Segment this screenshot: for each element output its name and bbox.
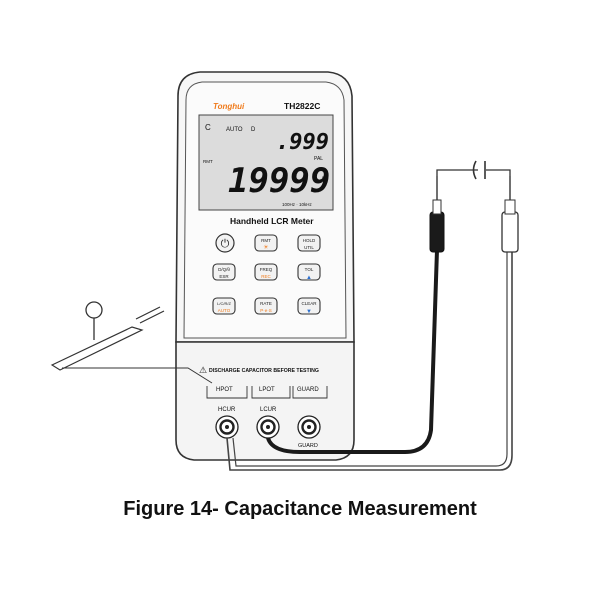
lcd-screen: [198, 114, 334, 211]
rec-label: REC: [261, 274, 271, 279]
rmt-backlight-button[interactable]: RMT ☀: [254, 234, 278, 252]
capacitor-under-test: [436, 160, 511, 180]
guard-bottom-label: GUARD: [298, 443, 318, 449]
down-arrow-icon: ▼: [306, 309, 312, 315]
rmt-label: RMT: [261, 238, 271, 243]
black-test-lead: [266, 249, 439, 454]
lpot-label: LPOT: [259, 387, 275, 393]
callout-leader: [62, 367, 213, 384]
backlight-icon: ☀: [263, 244, 268, 251]
hcur-label: HCUR: [218, 407, 236, 413]
clear-down-button[interactable]: CLEAR ▼: [297, 297, 321, 315]
lcur-jack[interactable]: [256, 415, 280, 439]
auto-label: AUTO: [218, 308, 231, 313]
lcrz-auto-button[interactable]: L/C/R/Z AUTO: [212, 297, 236, 315]
rate-label: RATE: [260, 301, 272, 306]
esr-label: ESR: [219, 274, 229, 279]
dq-esr-button[interactable]: D/Q/θ ESR: [212, 263, 236, 281]
hcur-jack[interactable]: [215, 415, 239, 439]
power-icon: ⏻: [221, 238, 230, 250]
lcd-bottom-status: 100Hz · 10kHz: [282, 202, 313, 207]
pes-label: P·e·S: [260, 308, 272, 313]
meter-lower-housing: [175, 341, 355, 461]
keypad: ⏻ RMT ☀ HOLD UTIL D/Q/θ ESR FREQ REC: [212, 233, 321, 315]
figure-caption: Figure 14- Capacitance Measurement: [123, 498, 477, 520]
hpot-label: HPOT: [216, 387, 233, 393]
terminal-bracket-1: [206, 386, 248, 399]
white-probe: [501, 176, 519, 253]
lcd-right-indicator: PAL: [314, 156, 323, 162]
dq-label: D/Q/θ: [218, 267, 230, 272]
discharge-warning: DISCHARGE CAPACITOR BEFORE TESTING: [209, 368, 319, 374]
brand-logo: Tonghui: [213, 102, 245, 111]
terminal-bracket-3: [292, 386, 328, 399]
up-arrow-icon: ▲: [306, 275, 312, 281]
test-leads: [226, 176, 519, 471]
rate-button[interactable]: RATE P·e·S: [254, 297, 278, 315]
lcd-primary-value: 19999: [228, 161, 330, 201]
terminal-bracket-2: [251, 386, 291, 399]
grey-test-lead: [226, 250, 513, 471]
guard-top-label: GUARD: [297, 387, 319, 393]
power-button[interactable]: ⏻: [215, 233, 235, 253]
tol-up-button[interactable]: TOL ▲: [297, 263, 321, 281]
freq-label: FREQ: [260, 267, 273, 272]
lcur-label: LCUR: [260, 407, 277, 413]
model-label: TH2822C: [284, 101, 320, 111]
lcd-mode-letter: C: [205, 123, 211, 132]
tilt-stand-illustration: [50, 301, 213, 384]
lcd-unit: F: [322, 177, 326, 183]
clear-label: CLEAR: [301, 301, 317, 306]
lcd-secondary-value: .999: [276, 130, 329, 155]
stand-plate: [50, 326, 144, 371]
util-label: UTIL: [304, 245, 314, 250]
lcd-auto-label: AUTO: [226, 127, 243, 133]
meter-subtitle: Handheld LCR Meter: [230, 216, 314, 226]
hold-label: HOLD: [303, 238, 316, 243]
tol-label: TOL: [305, 267, 314, 272]
lcrz-label: L/C/R/Z: [217, 301, 231, 306]
hold-util-button[interactable]: HOLD UTIL: [297, 234, 321, 252]
lcr-meter: Tonghui TH2822C C AUTO D .999 RMT PAL 19…: [175, 71, 355, 461]
lcd-left-indicator: RMT: [203, 159, 213, 164]
lcd-d-label: D: [251, 127, 256, 133]
guard-jack[interactable]: [297, 415, 321, 439]
capacitor-curved-plate: [472, 160, 477, 180]
black-probe: [429, 176, 445, 253]
stand-knob: [85, 301, 103, 319]
freq-rec-button[interactable]: FREQ REC: [254, 263, 278, 281]
warning-triangle-icon: ⚠: [199, 365, 207, 375]
